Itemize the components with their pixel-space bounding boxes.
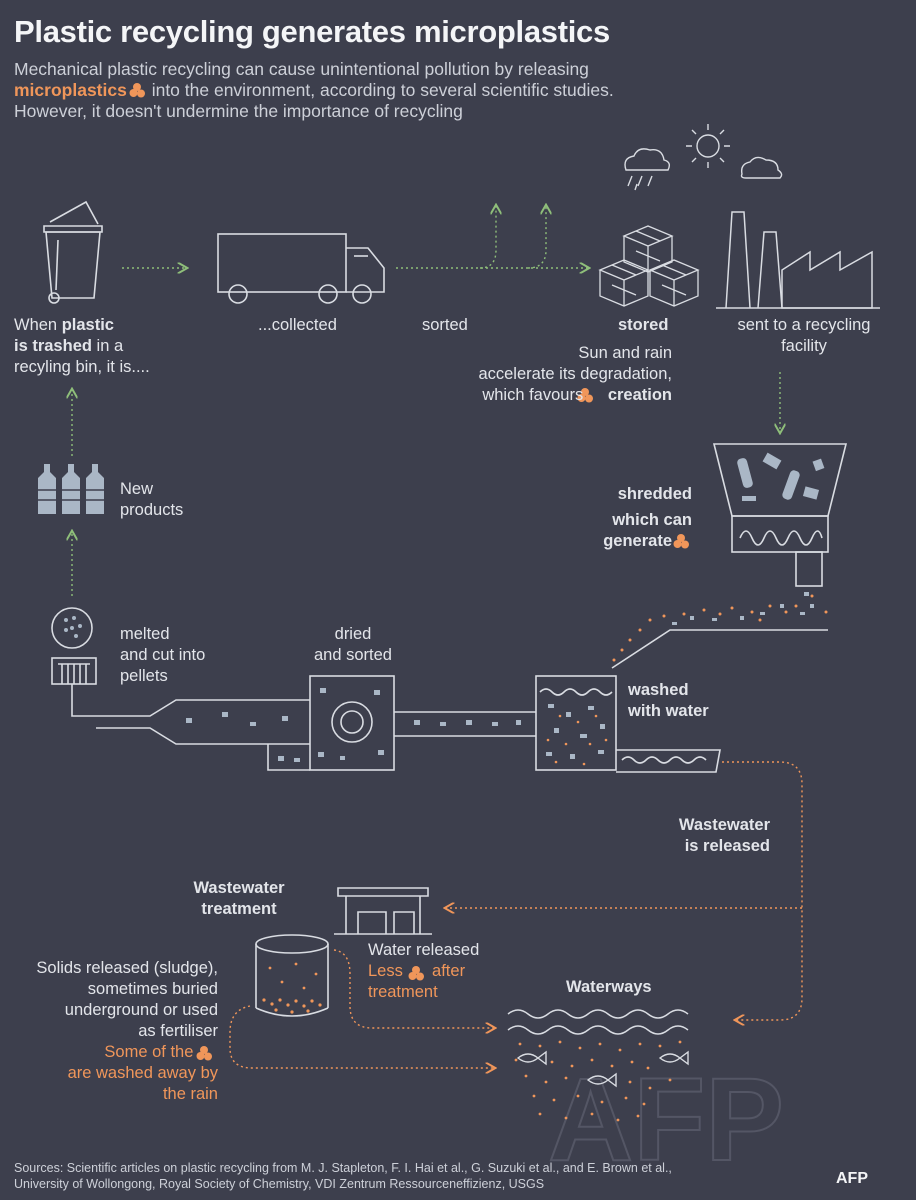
label-washed: washed with water xyxy=(628,681,709,720)
tank-microplastics xyxy=(546,714,608,766)
afp-watermark: AFP xyxy=(548,1054,784,1186)
label-dried: dried and sorted xyxy=(314,625,392,664)
label-collected: ...collected xyxy=(258,316,337,334)
label-waterways: Waterways xyxy=(566,978,652,996)
wash-tank-icon xyxy=(535,675,721,773)
trash-bin-icon xyxy=(43,200,103,304)
intro-line-1: Mechanical plastic recycling can cause u… xyxy=(14,59,589,79)
conveyor xyxy=(611,629,828,669)
label-shredded: shredded xyxy=(617,485,692,503)
label-melted: melted and cut into pellets xyxy=(120,625,206,685)
sources-text: Sources: Scientific articles on plastic … xyxy=(14,1161,672,1191)
truck-icon xyxy=(217,233,385,304)
label-stored: stored xyxy=(618,316,669,334)
fish-icon xyxy=(516,1050,689,1088)
wastewater-flow xyxy=(229,761,803,1068)
cubes-icon xyxy=(598,225,700,307)
shredder-icon xyxy=(712,443,848,587)
extruder-icon xyxy=(51,607,97,717)
pipe-dryer-to-extruder xyxy=(96,699,310,771)
label-wastewater-released: Wastewater is released xyxy=(678,816,770,855)
intro-line-2-rest: into the environment, according to sever… xyxy=(151,80,614,100)
intro-text: Mechanical plastic recycling can cause u… xyxy=(14,59,714,122)
intro-line-2: microplastics into the environment, acco… xyxy=(14,80,714,101)
shredder-bottles xyxy=(737,452,825,501)
cloud-icon xyxy=(740,156,783,179)
falling-flakes xyxy=(672,592,814,625)
pellets xyxy=(64,616,82,638)
pipe-wash-to-dryer xyxy=(394,711,536,737)
page-title: Plastic recycling generates microplastic… xyxy=(14,14,610,49)
falling-microplastics xyxy=(612,594,828,662)
intro-microplastics: microplastics xyxy=(14,80,127,100)
intro-line-3: However, it doesn't undermine the import… xyxy=(14,101,463,121)
bottles-icon xyxy=(38,464,104,514)
label-solids: Solids released (sludge), sometimes buri… xyxy=(36,959,218,1103)
microplastic-icon-space xyxy=(127,81,147,99)
label-wastewater-treatment: Wastewater treatment xyxy=(193,879,285,918)
treatment-plant-icon xyxy=(334,887,432,935)
dryer-icon xyxy=(309,675,395,771)
afp-logo: AFP xyxy=(836,1170,868,1187)
label-shredded-note: which can generate xyxy=(603,511,692,550)
sludge-tank-icon xyxy=(255,934,329,1017)
label-trashed: When plastic is trashed in a recyling bi… xyxy=(14,316,150,376)
factory-icon xyxy=(716,211,880,309)
waterways-waves xyxy=(507,1009,689,1035)
label-new-products: New products xyxy=(120,480,184,519)
tank-flakes xyxy=(546,704,605,759)
label-stored-note: Sun and rain accelerate its degradation,… xyxy=(478,344,672,404)
label-water-released: Water released Less after treatment xyxy=(368,941,480,1001)
waterway-microplastics xyxy=(514,1040,682,1122)
label-sorted: sorted xyxy=(422,316,468,334)
sorting-arrows xyxy=(396,206,588,268)
label-recycling-facility: sent to a recycling facility xyxy=(737,316,871,355)
sludge-microplastics xyxy=(262,962,322,1014)
sun-icon xyxy=(686,124,730,168)
rain-cloud-icon xyxy=(624,148,671,191)
